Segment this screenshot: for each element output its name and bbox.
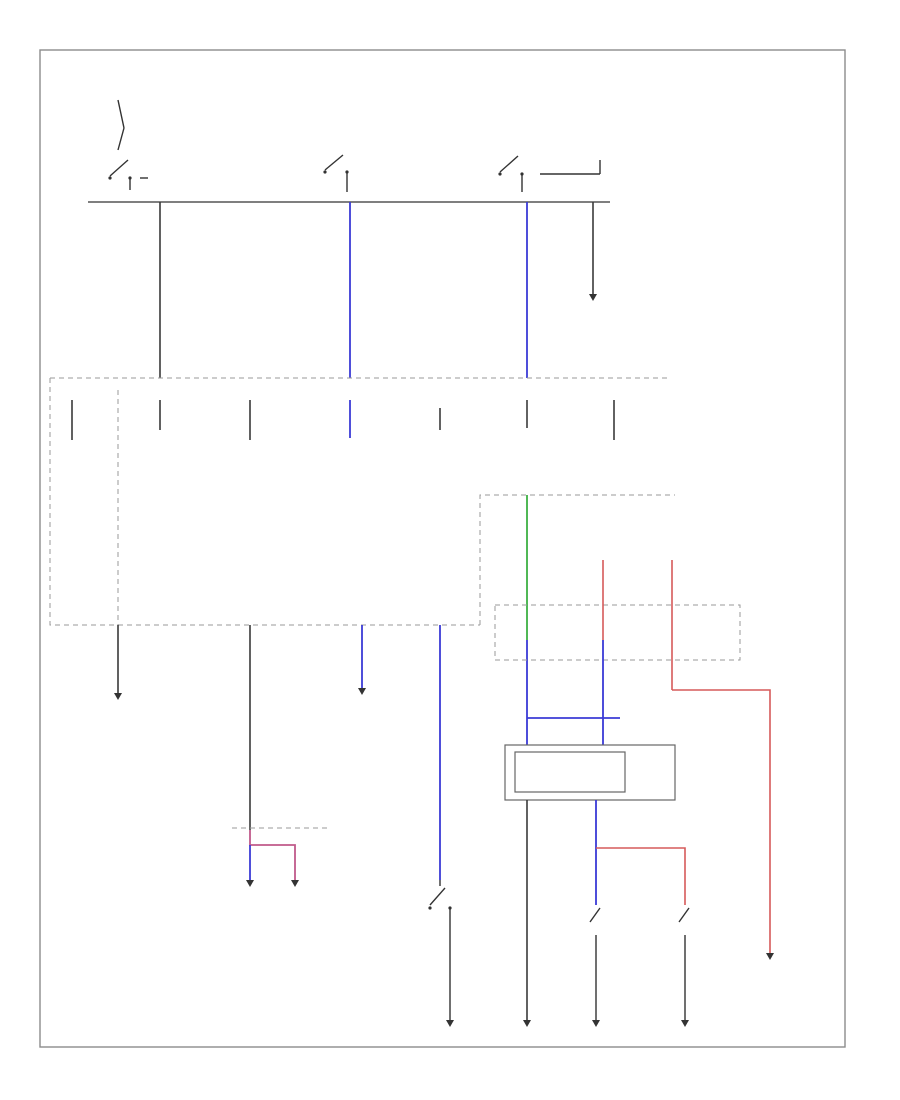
switch-3 <box>498 155 601 192</box>
switch-6 <box>678 907 690 1020</box>
wire-f-split <box>249 830 296 880</box>
arrow-d <box>589 294 597 301</box>
junction-block <box>49 377 675 626</box>
arrow-e <box>114 693 122 700</box>
arrow-f1 <box>246 880 254 887</box>
arrow-red-2 <box>766 953 774 960</box>
relay-box <box>494 604 741 661</box>
arrow-g <box>358 688 366 695</box>
arrow-out-3 <box>681 1020 689 1027</box>
fuse-row <box>71 400 615 440</box>
combo-relay-inner <box>514 751 626 793</box>
switch-5 <box>589 907 601 1020</box>
arrow-out-2 <box>592 1020 600 1027</box>
switch-4 <box>428 880 452 1020</box>
wire-out-2-branch <box>596 847 686 905</box>
switch-2 <box>323 154 349 192</box>
arrow-out-1 <box>523 1020 531 1027</box>
arrow-h <box>446 1020 454 1027</box>
diagram-frame <box>39 49 846 1048</box>
switch-1 <box>108 99 148 190</box>
arrow-f2 <box>291 880 299 887</box>
wire-red-2b <box>672 689 771 955</box>
combo-relay-box <box>504 744 676 801</box>
